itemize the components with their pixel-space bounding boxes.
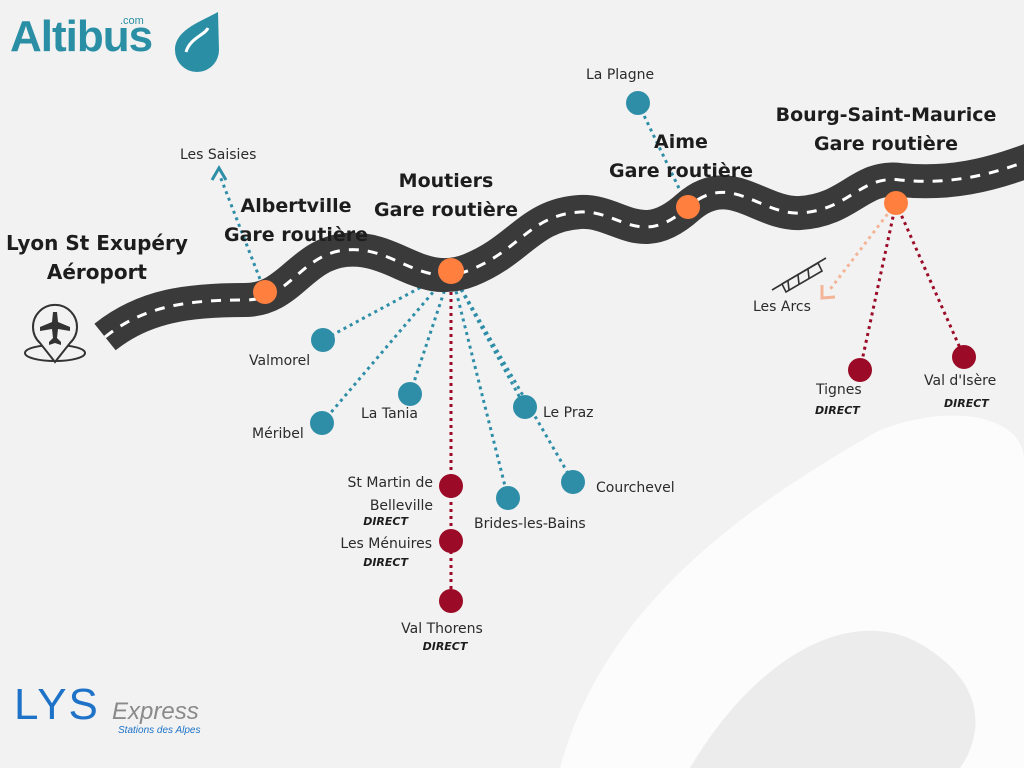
link-brides (449, 270, 510, 499)
hub-dot-moutiers[interactable] (438, 258, 464, 284)
stop-label-tignes: Tignes (816, 382, 862, 398)
arrow-les-arcs-icon (820, 285, 836, 300)
stop-dot-val-thorens[interactable] (439, 589, 463, 613)
altibus-logo: Altibus (10, 12, 153, 61)
stop-dot-la-plagne[interactable] (626, 91, 650, 115)
hub-label-lyon: Lyon St Exupéry Aéroport (6, 231, 188, 284)
direct-label-tignes: DIRECT (815, 404, 860, 417)
direct-label-val-disere: DIRECT (944, 397, 989, 410)
stop-label-le-praz: Le Praz (543, 405, 594, 421)
hub-label-albertville: Albertville Gare routière (224, 195, 368, 246)
stop-label-val-thorens: Val Thorens (401, 621, 483, 637)
hub-dot-albertville[interactable] (253, 280, 277, 304)
lys-logo-tagline: Stations des Alpes (118, 725, 201, 736)
hub-label-aime: Aime Gare routière (609, 131, 753, 182)
stop-dot-le-praz[interactable] (513, 395, 537, 419)
stop-label-les-saisies: Les Saisies (180, 147, 257, 163)
hub-dot-bourg[interactable] (884, 191, 908, 215)
stop-label-brides: Brides-les-Bains (474, 516, 586, 532)
link-la-plagne (636, 102, 690, 208)
airport-pin-icon (24, 303, 86, 364)
link-valmorel (322, 269, 452, 342)
stop-label-valmorel: Valmorel (249, 353, 311, 369)
background-shape (690, 630, 976, 768)
arrow-les-saisies-icon (210, 165, 228, 181)
stop-dot-tignes[interactable] (848, 358, 872, 382)
direct-label-val-thorens: DIRECT (422, 640, 468, 653)
link-tignes (858, 202, 898, 371)
direct-label-st-martin: DIRECT (363, 515, 408, 528)
stop-dot-meribel[interactable] (310, 411, 334, 435)
stop-label-la-plagne: La Plagne (586, 67, 655, 83)
link-val-disere (894, 202, 966, 358)
funicular-icon (771, 257, 827, 294)
link-le-praz (449, 270, 527, 408)
stop-dot-courchevel[interactable] (561, 470, 585, 494)
stop-dot-val-disere[interactable] (952, 345, 976, 369)
stop-label-st-martin: St Martin de Belleville (347, 475, 433, 514)
altibus-logo-suffix: .com (120, 15, 144, 27)
lys-logo: LYS (14, 680, 100, 729)
link-courchevel (449, 270, 575, 483)
stop-dot-st-martin[interactable] (439, 474, 463, 498)
stop-dot-les-menuires[interactable] (439, 529, 463, 553)
stop-dot-la-tania[interactable] (398, 382, 422, 406)
stop-label-meribel: Méribel (252, 426, 304, 442)
link-les-arcs (826, 202, 898, 293)
hub-label-bourg: Bourg-Saint-Maurice Gare routière (775, 104, 997, 155)
lys-logo-express: Express (112, 698, 199, 725)
stop-label-courchevel: Courchevel (596, 480, 675, 496)
stop-dot-brides[interactable] (496, 486, 520, 510)
link-meribel (320, 270, 453, 424)
hub-label-moutiers: Moutiers Gare routière (374, 170, 518, 221)
stop-label-les-arcs: Les Arcs (753, 299, 811, 315)
direct-label-les-menuires: DIRECT (363, 556, 408, 569)
stop-dot-valmorel[interactable] (311, 328, 335, 352)
stop-label-val-disere: Val d'Isère (924, 373, 997, 389)
stop-label-la-tania: La Tania (361, 406, 418, 422)
altibus-drop-icon (175, 12, 219, 72)
hub-dot-aime[interactable] (676, 195, 700, 219)
stop-label-les-menuires: Les Ménuires (340, 536, 432, 552)
